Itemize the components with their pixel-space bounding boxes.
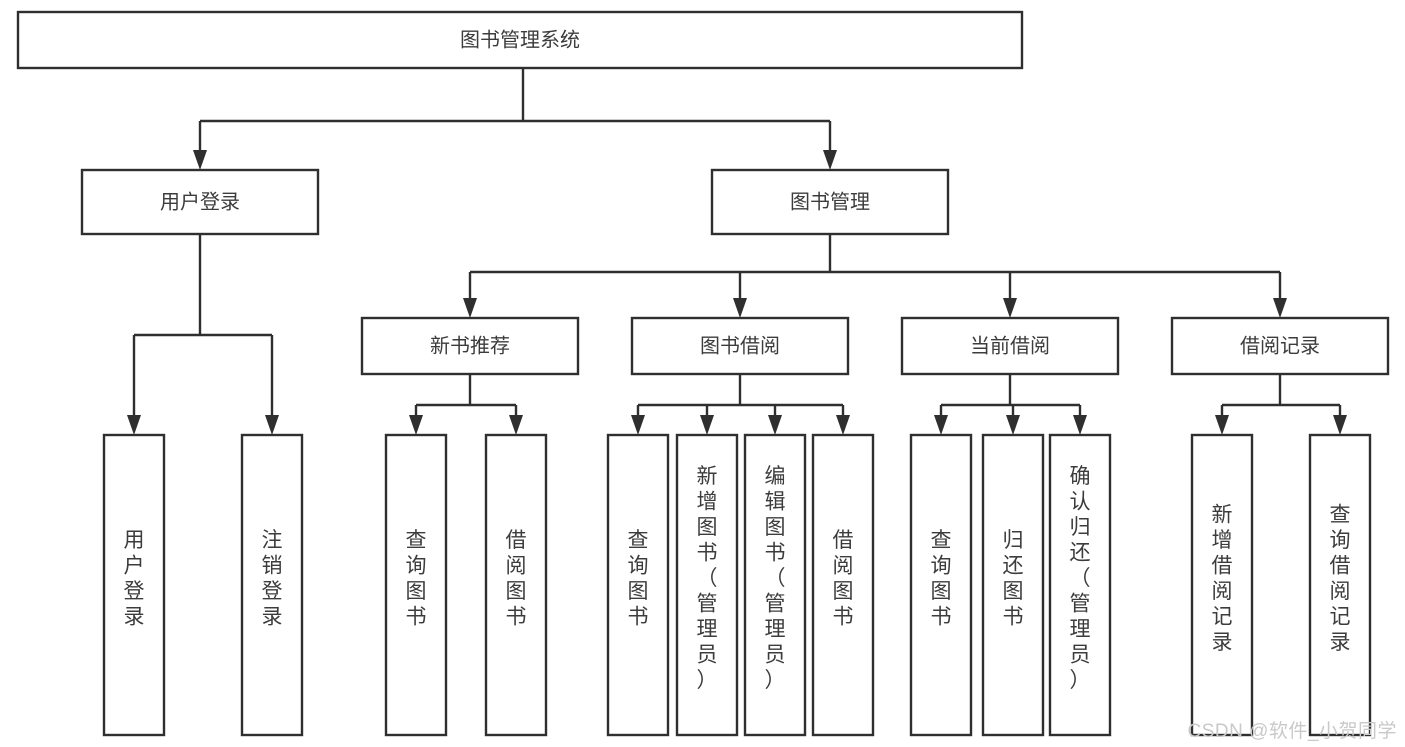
node-leaf[interactable]: 借阅图书 — [484, 433, 548, 737]
node-label: 图书管理系统 — [460, 28, 580, 51]
arrow-head-icon — [823, 150, 837, 170]
node-level2[interactable]: 图书管理 — [710, 168, 950, 236]
node-leaf[interactable]: 新增借阅记录 — [1190, 433, 1254, 737]
arrow-head-icon — [1006, 415, 1020, 435]
node-leaf[interactable]: 编辑图书（管理员） — [743, 433, 807, 737]
arrow-head-icon — [934, 415, 948, 435]
arrow-head-icon — [265, 415, 279, 435]
node-box[interactable] — [710, 168, 950, 236]
node-box[interactable] — [16, 10, 1024, 70]
connector-group — [934, 374, 1087, 435]
node-level3[interactable]: 新书推荐 — [360, 316, 580, 376]
node-label: 借阅图书 — [833, 529, 854, 629]
node-label: 借阅图书 — [506, 529, 527, 629]
node-label: 查询图书 — [931, 529, 952, 629]
connector-group — [127, 234, 279, 435]
arrow-head-icon — [1273, 298, 1287, 318]
arrow-head-icon — [127, 415, 141, 435]
node-leaf[interactable]: 查询图书 — [909, 433, 973, 737]
node-label: 图书管理 — [790, 190, 870, 213]
node-box[interactable] — [630, 316, 850, 376]
nodes-layer: 图书管理系统用户登录图书管理新书推荐图书借阅当前借阅借阅记录用户登录注销登录查询… — [16, 10, 1390, 737]
node-leaf[interactable]: 查询图书 — [606, 433, 670, 737]
arrow-head-icon — [631, 415, 645, 435]
arrow-head-icon — [1215, 415, 1229, 435]
node-box[interactable] — [675, 433, 739, 737]
arrow-head-icon — [1003, 298, 1017, 318]
node-label: 图书借阅 — [700, 334, 780, 357]
node-label: 查询借阅记录 — [1330, 503, 1351, 654]
node-label: 用户登录 — [124, 529, 145, 629]
node-box[interactable] — [606, 433, 670, 737]
node-label: 编辑图书（管理员） — [765, 465, 786, 692]
node-root[interactable]: 图书管理系统 — [16, 10, 1024, 70]
arrow-head-icon — [700, 415, 714, 435]
node-box[interactable] — [360, 316, 580, 376]
node-leaf[interactable]: 归还图书 — [981, 433, 1045, 737]
node-box[interactable] — [909, 433, 973, 737]
node-leaf[interactable]: 注销登录 — [240, 433, 304, 737]
node-label: 注销登录 — [262, 529, 283, 629]
connector-group — [409, 374, 523, 435]
node-leaf[interactable]: 借阅图书 — [811, 433, 875, 737]
node-level2[interactable]: 用户登录 — [80, 168, 320, 236]
node-leaf[interactable]: 用户登录 — [102, 433, 166, 737]
arrow-head-icon — [409, 415, 423, 435]
connectors-layer — [127, 68, 1347, 435]
arrow-head-icon — [509, 415, 523, 435]
node-leaf[interactable]: 新增图书（管理员） — [675, 433, 739, 737]
node-label: 新书推荐 — [430, 334, 510, 357]
node-label: 查询图书 — [628, 529, 649, 629]
node-box[interactable] — [743, 433, 807, 737]
connector-group — [631, 374, 850, 435]
connector-group — [1215, 374, 1347, 435]
node-level3[interactable]: 当前借阅 — [900, 316, 1120, 376]
arrow-head-icon — [1073, 415, 1087, 435]
csdn-watermark: CSDN @软件_小贺同学 — [1187, 721, 1397, 742]
node-box[interactable] — [811, 433, 875, 737]
node-box[interactable] — [1308, 433, 1372, 737]
node-box[interactable] — [1048, 433, 1112, 737]
node-level3[interactable]: 图书借阅 — [630, 316, 850, 376]
connector-group — [193, 68, 837, 170]
node-box[interactable] — [240, 433, 304, 737]
node-box[interactable] — [384, 433, 448, 737]
arrow-head-icon — [1333, 415, 1347, 435]
node-label: 新增图书（管理员） — [697, 465, 718, 692]
node-box[interactable] — [981, 433, 1045, 737]
node-label: 查询图书 — [406, 529, 427, 629]
connector-group — [463, 234, 1287, 318]
node-box[interactable] — [80, 168, 320, 236]
node-level3[interactable]: 借阅记录 — [1170, 316, 1390, 376]
arrow-head-icon — [733, 298, 747, 318]
node-label: 借阅记录 — [1240, 334, 1320, 357]
node-label: 确认归还（管理员） — [1070, 465, 1091, 692]
node-label: 当前借阅 — [970, 334, 1050, 357]
arrow-head-icon — [768, 415, 782, 435]
arrow-head-icon — [836, 415, 850, 435]
node-box[interactable] — [484, 433, 548, 737]
node-box[interactable] — [1190, 433, 1254, 737]
node-label: 归还图书 — [1003, 529, 1024, 629]
node-box[interactable] — [1170, 316, 1390, 376]
node-label: 用户登录 — [160, 190, 240, 213]
node-label: 新增借阅记录 — [1212, 503, 1233, 654]
node-box[interactable] — [900, 316, 1120, 376]
node-leaf[interactable]: 确认归还（管理员） — [1048, 433, 1112, 737]
node-leaf[interactable]: 查询图书 — [384, 433, 448, 737]
node-leaf[interactable]: 查询借阅记录 — [1308, 433, 1372, 737]
arrow-head-icon — [463, 298, 477, 318]
arrow-head-icon — [193, 150, 207, 170]
node-box[interactable] — [102, 433, 166, 737]
